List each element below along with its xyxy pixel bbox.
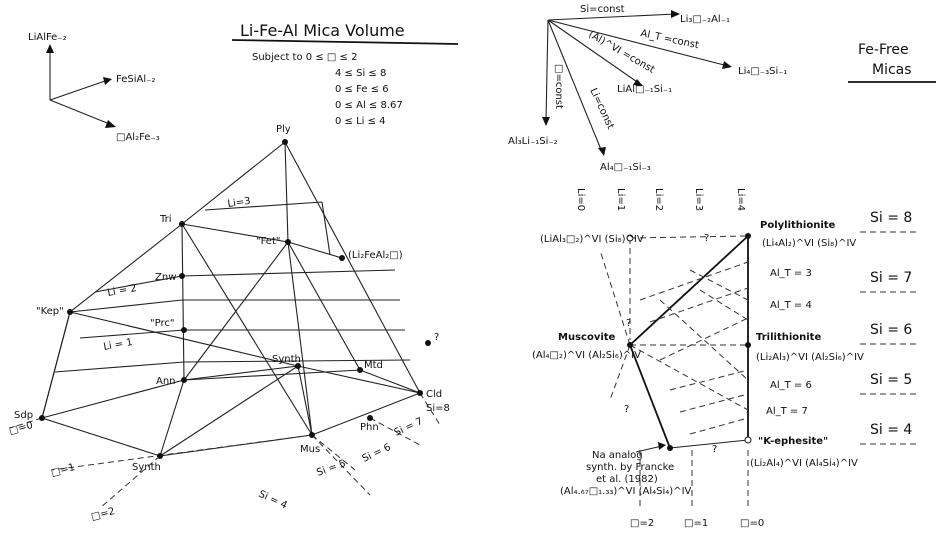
label-mtd: Mtd	[364, 360, 383, 371]
alt-label-7: Al_T = 7	[766, 406, 808, 417]
left-vertices	[39, 139, 431, 459]
label-question: ?	[434, 332, 439, 343]
na-note-3: et al. (1982)	[596, 474, 658, 485]
label-si4: Si = 4	[257, 489, 289, 512]
muscovite-label: Muscovite	[558, 332, 616, 343]
vacancy-labels: □=2 □=1 □=0	[630, 518, 764, 529]
left-vertex-labels: Ply Tri "Fet" (Li₂FeAl₂□) Znw "Kep" "Prc…	[14, 124, 442, 473]
label-mus: Mus	[300, 444, 320, 455]
mica-volume-polyhedron	[41, 141, 421, 457]
top-left-formula: (LiAl₃□₂)^VI (Si₈)^IV	[540, 234, 644, 245]
label-phn: Phn	[360, 422, 379, 433]
label-ann: Ann	[156, 376, 176, 387]
label-li2feal2: (Li₂FeAl₂□)	[348, 250, 403, 261]
vac-label-0: □=0	[740, 518, 764, 529]
vec-al4: Al₄□₋₁Si₋₃	[600, 162, 651, 173]
si-labels: Si = 8 Si = 7 Si = 6 Si = 5 Si = 4	[860, 210, 918, 445]
vector-labels: Li₃□₋₂Al₋₁ Li₄□₋₃Si₋₁ LiAl□₋₁Si₋₁ Al₄□₋₁…	[508, 4, 788, 173]
label-vac2: □=2	[90, 506, 116, 523]
left-title: Li-Fe-Al Mica Volume	[240, 21, 405, 40]
label-ply: Ply	[276, 124, 291, 135]
right-title-1: Fe-Free	[858, 42, 909, 58]
label-si6: Si = 6	[361, 442, 393, 465]
label-kep: "Kep"	[36, 306, 64, 317]
constraint-fe: 0 ≤ Fe ≤ 6	[335, 84, 389, 95]
q-mark-2: ?	[626, 318, 631, 329]
si-label-7: Si = 7	[870, 270, 912, 286]
label-si5: Si = 5	[315, 458, 347, 479]
label-znw: Znw	[155, 272, 176, 283]
alt-label-4: Al_T = 4	[770, 300, 812, 311]
na-note-2: synth. by Francke	[586, 462, 674, 473]
polylithionite-formula: (Li₄Al₂)^VI (Si₈)^IV	[762, 238, 856, 249]
li-label-2: Li=2	[653, 188, 664, 211]
constraint-vac: Subject to 0 ≤ □ ≤ 2	[252, 52, 357, 63]
alt-label-3: Al_T = 3	[770, 268, 812, 279]
si-label-6: Si = 6	[870, 322, 912, 338]
li-label-3: Li=3	[693, 188, 704, 211]
si-label-4: Si = 4	[870, 422, 912, 438]
polylithionite-label: Polylithionite	[760, 220, 836, 231]
kephesite-label: "K-ephesite"	[758, 436, 828, 447]
kephesite-formula: (Li₂Al₄)^VI (Al₄Si₄)^IV	[750, 458, 858, 469]
label-sdp: Sdp	[14, 410, 33, 421]
vector-fan	[542, 10, 732, 156]
vec-li3: Li₃□₋₂Al₋₁	[680, 14, 730, 25]
label-vac0: □=0	[8, 420, 34, 437]
vec-li4: Li₄□₋₃Si₋₁	[738, 66, 788, 77]
axis-triad: LiAlFe₋₂ FeSiAl₋₂ □Al₂Fe₋₃	[28, 32, 160, 143]
vac-label-2: □=2	[630, 518, 654, 529]
fe-free-polygon	[599, 233, 752, 510]
left-dashed-lines	[9, 392, 441, 509]
li-label-4: Li=4	[735, 188, 746, 211]
alt-label-6: Al_T = 6	[770, 380, 812, 391]
left-line-labels: Li=3 Li = 2 Li = 1 Si=8 Si = 7 Si = 6 Si…	[8, 196, 450, 523]
endmember-labels: Polylithionite (Li₄Al₂)^VI (Si₈)^IV Tril…	[532, 220, 864, 497]
vec-al3: Al₃Li₋₁Si₋₂	[508, 136, 558, 147]
li-label-0: Li=0	[575, 188, 586, 211]
constraints: Subject to 0 ≤ □ ≤ 2 4 ≤ Si ≤ 8 0 ≤ Fe ≤…	[252, 52, 403, 127]
vec-si-const: Si=const	[580, 4, 625, 15]
label-li1: Li = 1	[103, 337, 134, 353]
constraint-si: 4 ≤ Si ≤ 8	[335, 68, 386, 79]
li-label-1: Li=1	[615, 188, 626, 211]
label-synth-bot: Synth	[132, 462, 161, 473]
alt-labels: Al_T = 3 Al_T = 4 Al_T = 6 Al_T = 7	[766, 268, 812, 417]
axis-label-lialfe: LiAlFe₋₂	[28, 32, 67, 43]
trilithionite-label: Trilithionite	[756, 332, 821, 343]
si-label-5: Si = 5	[870, 372, 912, 388]
right-title-2: Micas	[872, 62, 912, 78]
axis-label-fesial: FeSiAl₋₂	[116, 74, 155, 85]
label-si7: Si = 7	[393, 416, 425, 439]
vec-vac-const: □=const	[553, 64, 564, 109]
label-si8: Si=8	[426, 403, 450, 414]
axis-label-vacal: □Al₂Fe₋₃	[116, 132, 160, 143]
constraint-al: 0 ≤ Al ≤ 8.67	[335, 100, 403, 111]
trilithionite-formula: (Li₂Al₃)^VI (Al₂Si₆)^IV	[756, 352, 864, 363]
si-label-8: Si = 8	[870, 210, 912, 226]
label-cld: Cld	[426, 389, 442, 400]
vec-lial: LiAl□₋₁Si₋₁	[617, 84, 672, 95]
q-mark-4: ?	[624, 404, 629, 415]
na-note-1: Na analog	[592, 450, 643, 461]
label-prc: "Prc"	[150, 318, 174, 329]
na-formula: (Al₄.₆₇□₁.₃₃)^VI (Al₄Si₄)^IV	[560, 486, 692, 497]
vac-label-1: □=1	[684, 518, 708, 529]
q-mark-3: ?	[712, 444, 717, 455]
constraint-li: 0 ≤ Li ≤ 4	[335, 116, 386, 127]
label-tri: Tri	[159, 214, 172, 225]
li-labels: Li=0 Li=1 Li=2 Li=3 Li=4	[575, 188, 746, 211]
vec-li-const: Li=const	[587, 87, 616, 131]
q-mark-1: ?	[704, 233, 709, 244]
label-vac1: □=1	[50, 462, 76, 479]
vec-alt-const: Al_T =const	[639, 28, 699, 51]
label-li2: Li = 2	[107, 283, 138, 299]
label-synth-top: Synth	[272, 354, 301, 365]
label-li3: Li=3	[227, 196, 251, 210]
muscovite-formula: (Al₄□₂)^VI (Al₂Si₆)^IV	[532, 350, 641, 361]
label-fet: "Fet"	[256, 236, 280, 247]
